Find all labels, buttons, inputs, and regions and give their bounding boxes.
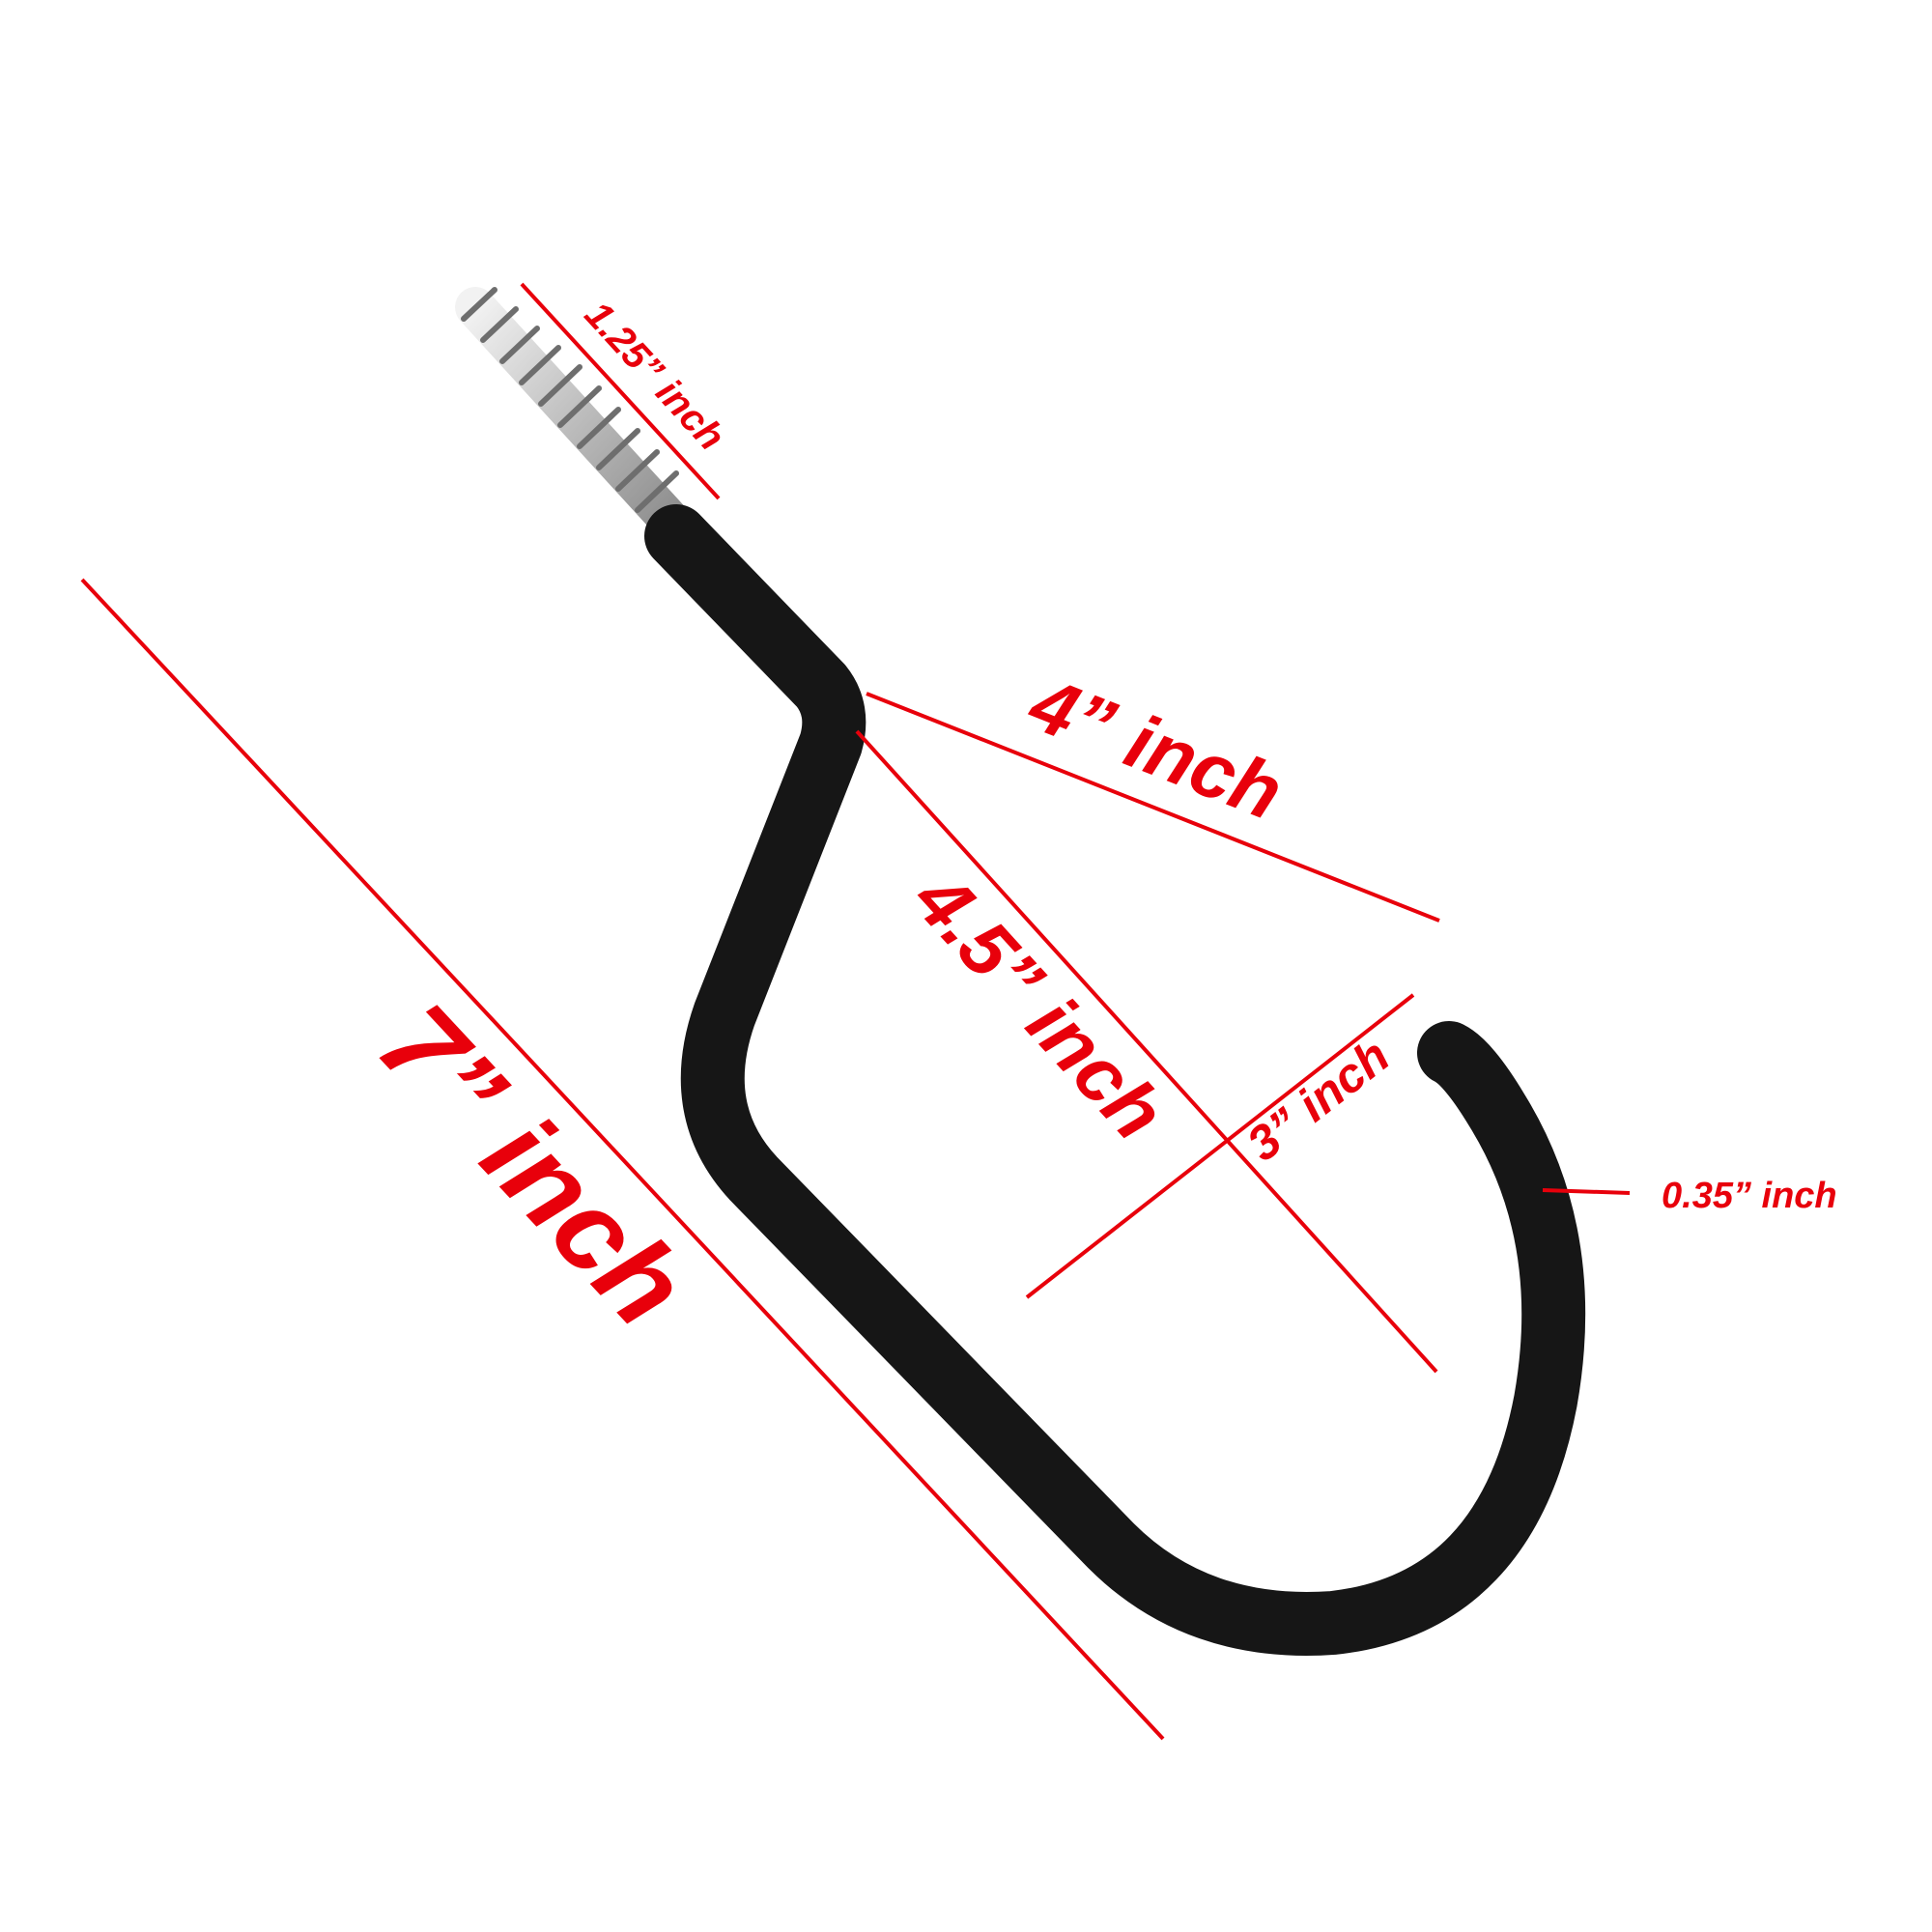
screw-hook-icon xyxy=(455,287,1586,1656)
inner-width-line xyxy=(1025,993,1415,1299)
overall-length-line xyxy=(80,578,1165,1741)
screw-length-line xyxy=(520,282,721,500)
screw-thread xyxy=(455,287,698,550)
hook-opening-line xyxy=(866,692,1440,923)
overall-length-label: 7” inch xyxy=(355,980,711,1350)
rod-diameter-label: 0.35” inch xyxy=(1662,1176,1837,1216)
inner-length-line xyxy=(855,729,1438,1374)
inner-width-label: 3” inch xyxy=(1237,1028,1400,1171)
hook-body xyxy=(644,504,1586,1656)
inner-length-label: 4.5” inch xyxy=(896,855,1181,1155)
dimension-lines xyxy=(80,282,1631,1741)
rod-diameter-line xyxy=(1542,1188,1631,1195)
